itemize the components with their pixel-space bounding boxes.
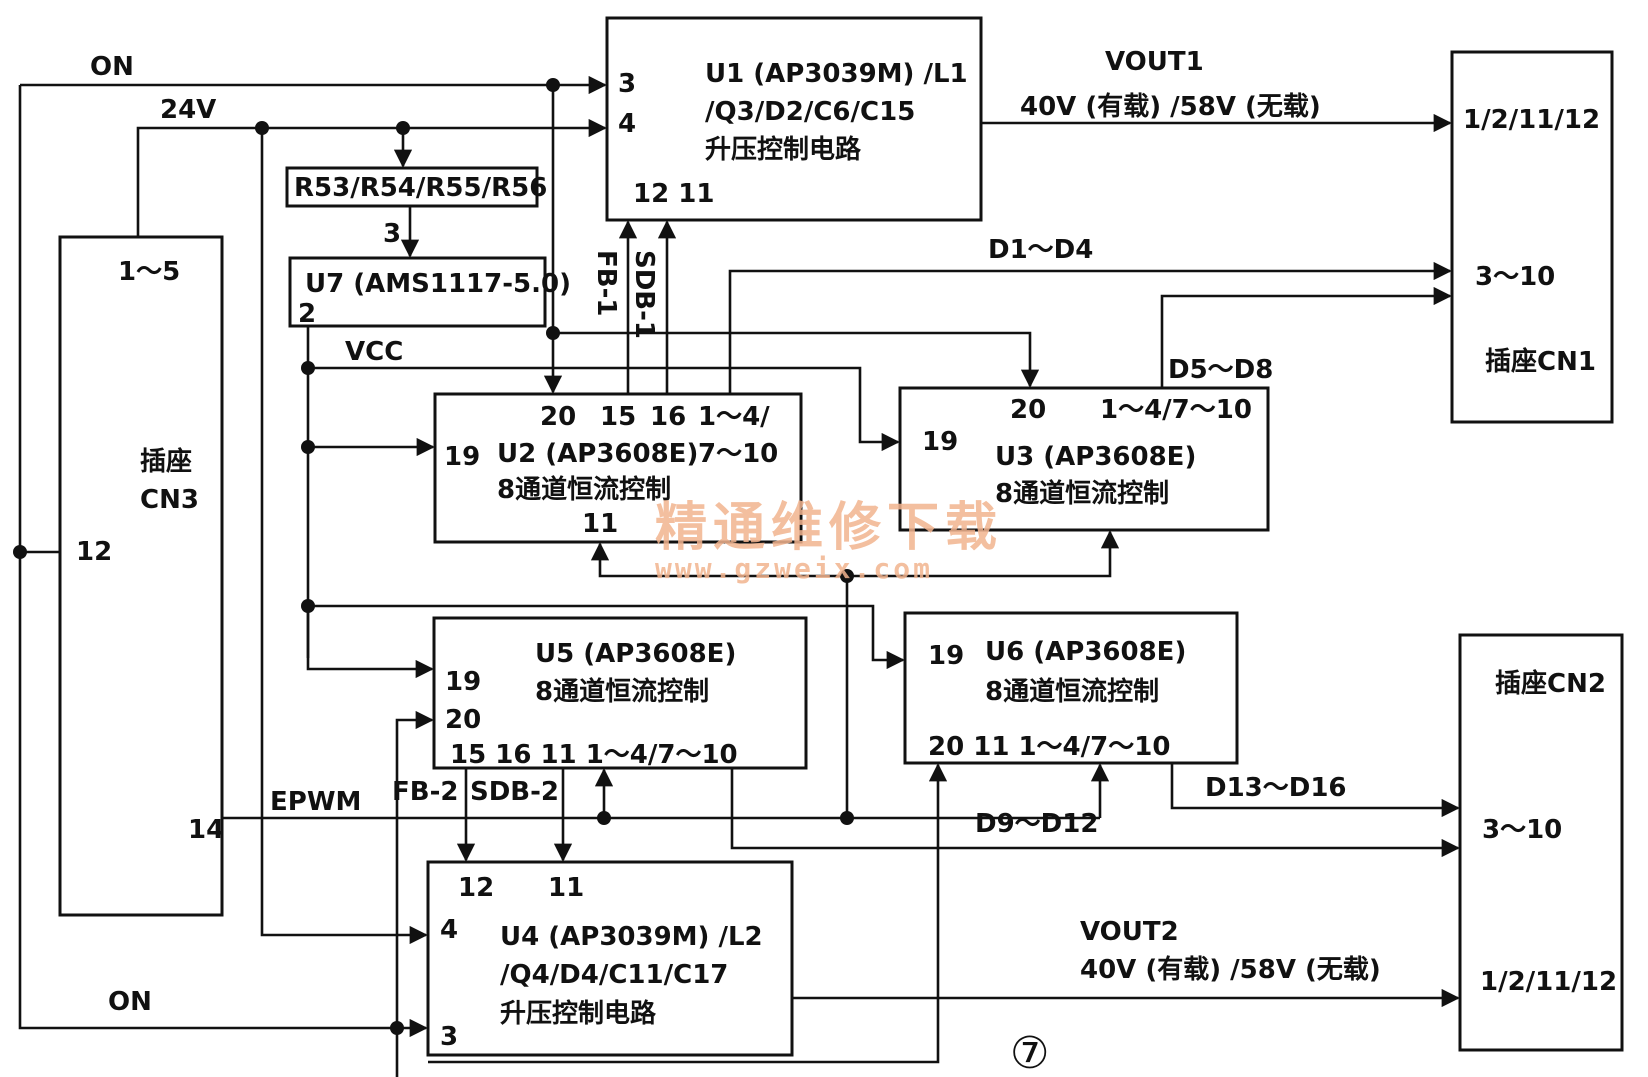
- u5-title: U5 (AP3608E): [535, 639, 736, 669]
- net-fb2: FB-2: [392, 777, 458, 807]
- u7-regulator-block: [288, 256, 547, 328]
- wires: [18, 75, 1460, 1077]
- net-d9-d12: D9～D12: [975, 809, 1098, 839]
- net-sdb2: SDB-2: [470, 777, 559, 807]
- cn3-pin-14: 14: [188, 815, 224, 845]
- u1-pins-12-11: 12 11: [633, 179, 714, 209]
- net-on-top: ON: [90, 52, 134, 82]
- u2-pin-15: 15: [600, 402, 636, 432]
- cn2-pin-power: 1/2/11/12: [1480, 967, 1617, 997]
- resistor-block: [285, 166, 539, 208]
- u4-line1: U4 (AP3039M) /L2: [500, 922, 763, 952]
- net-d13-d16: D13～D16: [1205, 773, 1347, 803]
- u4-line2: /Q4/D4/C11/C17: [500, 960, 728, 990]
- u3-pin-20: 20: [1010, 395, 1046, 425]
- u1-line1: U1 (AP3039M) /L1: [705, 59, 968, 89]
- net-epwm: EPWM: [270, 787, 361, 817]
- net-vcc: VCC: [345, 337, 403, 367]
- cn2-pin-led: 3～10: [1482, 815, 1562, 845]
- u3-pin-19: 19: [922, 427, 958, 457]
- cn1-pin-led: 3～10: [1475, 262, 1555, 292]
- cn1-name: 插座CN1: [1485, 346, 1596, 377]
- u3-desc: 8通道恒流控制: [995, 478, 1169, 509]
- connector-cn2-box: [1458, 633, 1624, 1052]
- net-sdb1: SDB-1: [629, 250, 659, 339]
- net-24v: 24V: [160, 95, 216, 125]
- u4-pin-3: 3: [440, 1022, 458, 1052]
- junctions: [13, 78, 854, 1035]
- net-on-bottom: ON: [108, 987, 152, 1017]
- cn3-pin-12: 12: [76, 537, 112, 567]
- u1-line2: /Q3/D2/C6/C15: [705, 97, 915, 127]
- cn3-name-line2: CN3: [140, 485, 199, 515]
- u2-pin-20: 20: [540, 402, 576, 432]
- figure-number: ⑦: [1010, 1028, 1049, 1077]
- net-fb1: FB-1: [591, 250, 621, 316]
- watermark-url: www.gzweix.com: [655, 552, 933, 585]
- watermark-title: 精通维修下载: [655, 497, 1003, 558]
- u5-pin-20: 20: [445, 705, 481, 735]
- u5-pins-bottom: 15 16 11 1～4/7～10: [450, 740, 738, 770]
- connector-cn1-box: [1450, 50, 1614, 424]
- u4-pin-12: 12: [458, 873, 494, 903]
- vout1-value: 40V (有载) /58V (无载): [1020, 92, 1321, 122]
- resistor-label: R53/R54/R55/R56: [294, 173, 547, 203]
- u5-driver-block: [432, 616, 808, 770]
- u3-driver-block: [898, 386, 1270, 532]
- u2-driver-block: [433, 392, 803, 544]
- u4-line3: 升压控制电路: [500, 998, 657, 1029]
- net-d5-d8: D5～D8: [1168, 355, 1273, 385]
- connector-cn3-box: [58, 235, 224, 917]
- u6-title: U6 (AP3608E): [985, 637, 1186, 667]
- u7-label: U7 (AMS1117-5.0): [305, 269, 571, 299]
- u7-pin-2: 2: [298, 299, 316, 329]
- u2-pin-out2: 7～10: [698, 439, 778, 469]
- u4-pin-4: 4: [440, 915, 458, 945]
- u3-title: U3 (AP3608E): [995, 442, 1196, 472]
- u2-title: U2 (AP3608E): [497, 439, 698, 469]
- net-d1-d4: D1～D4: [988, 235, 1093, 265]
- u5-desc: 8通道恒流控制: [535, 676, 709, 707]
- u2-pin-16: 16: [650, 402, 686, 432]
- u4-boost-block: [426, 860, 794, 1057]
- u6-desc: 8通道恒流控制: [985, 676, 1159, 707]
- u1-pin-4: 4: [618, 109, 636, 139]
- cn3-pin-1-5: 1～5: [118, 257, 180, 287]
- u2-desc: 8通道恒流控制: [497, 474, 671, 505]
- u6-pin-19: 19: [928, 641, 964, 671]
- u1-boost-block: [605, 16, 983, 222]
- u2-pin-11: 11: [582, 509, 618, 539]
- cn2-name: 插座CN2: [1495, 668, 1606, 699]
- u3-pin-out: 1～4/7～10: [1100, 395, 1252, 425]
- resistor-pin-3: 3: [383, 219, 401, 249]
- u6-driver-block: [903, 611, 1239, 765]
- u2-pin-19: 19: [444, 442, 480, 472]
- u2-pin-out: 1～4/: [698, 402, 770, 432]
- u6-pins-bottom: 20 11 1～4/7～10: [928, 732, 1170, 762]
- net-vout2: VOUT2: [1080, 917, 1179, 947]
- cn1-pin-power: 1/2/11/12: [1463, 105, 1600, 135]
- cn3-name-line1: 插座: [140, 446, 192, 477]
- vout2-value: 40V (有载) /58V (无载): [1080, 955, 1381, 985]
- u4-pin-11: 11: [548, 873, 584, 903]
- u1-line3: 升压控制电路: [705, 134, 862, 165]
- net-vout1: VOUT1: [1105, 47, 1204, 77]
- u5-pin-19: 19: [445, 667, 481, 697]
- u1-pin-3: 3: [618, 69, 636, 99]
